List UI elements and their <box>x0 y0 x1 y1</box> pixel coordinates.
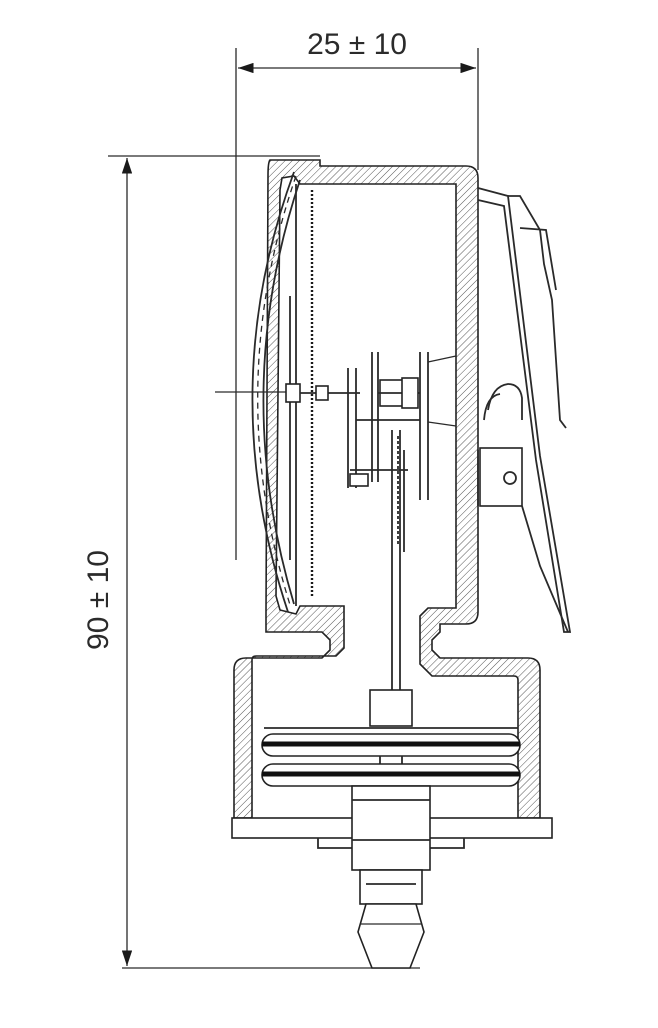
height-dimension: 90 ± 10 <box>82 155 420 969</box>
diaphragm-capsule <box>261 689 521 787</box>
height-dimension-label: 90 ± 10 <box>82 550 115 650</box>
housing-wall <box>233 159 541 819</box>
movement-mechanism <box>347 352 457 692</box>
connection-fitting <box>351 785 431 969</box>
width-dimension-label: 25 ± 10 <box>307 28 407 61</box>
pointer <box>285 296 360 560</box>
width-dimension: 25 ± 10 <box>235 28 479 560</box>
front-glass <box>215 171 301 613</box>
mounting-bracket <box>477 187 572 633</box>
